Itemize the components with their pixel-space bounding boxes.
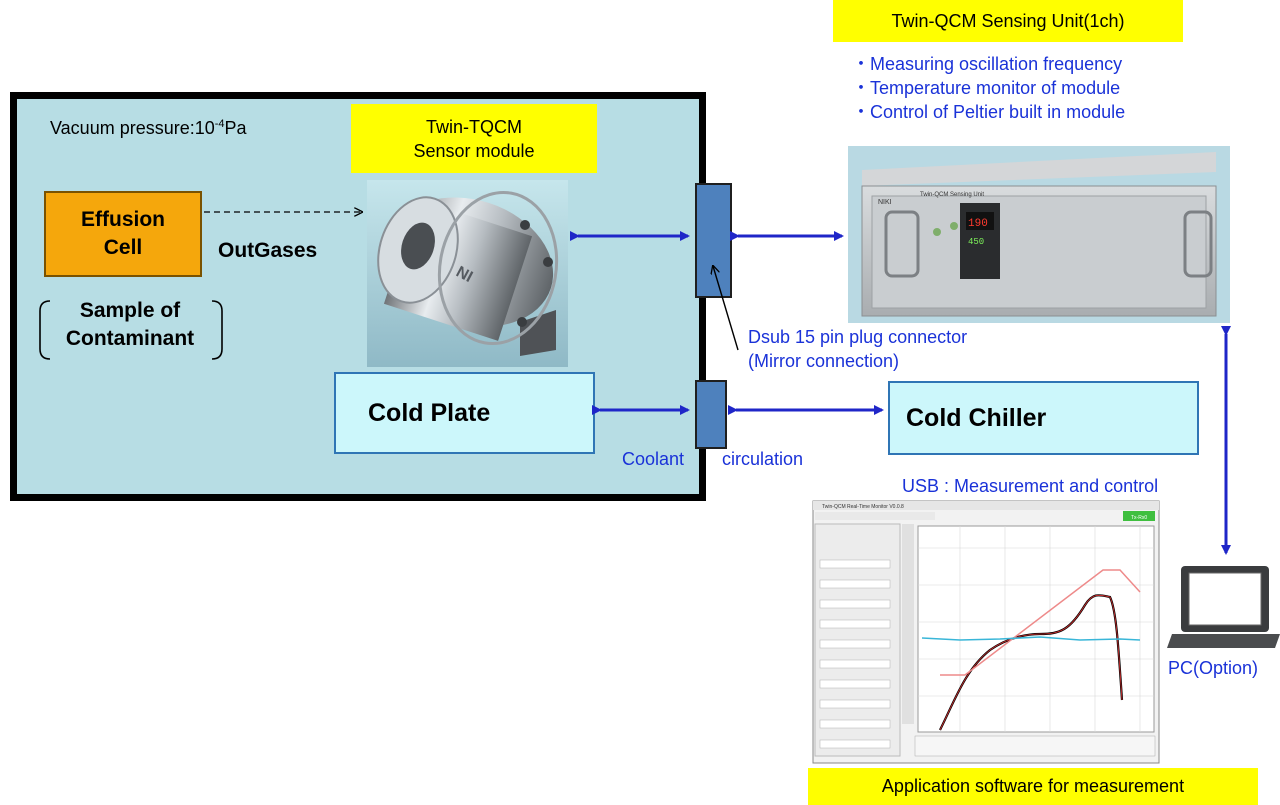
svg-text:450: 450 xyxy=(968,237,984,247)
sample-contaminant: Sample of Contaminant xyxy=(65,299,195,350)
usb-label: USB : Measurement and control xyxy=(902,476,1159,496)
feature-item: ・Temperature monitor of module xyxy=(852,78,1121,98)
cold-chiller: Cold Chiller xyxy=(888,381,1199,455)
svg-text:190: 190 xyxy=(968,218,988,230)
dsub-connector xyxy=(695,183,732,298)
svg-text:NIKI: NIKI xyxy=(878,199,892,206)
pc-label: PC(Option) xyxy=(1168,658,1259,678)
software-title: Application software for measurement xyxy=(808,768,1258,805)
feature-item: ・Control of Peltier built in module xyxy=(852,102,1126,122)
svg-text:Tx-Rx0: Tx-Rx0 xyxy=(1131,515,1147,521)
cold-plate: Cold Plate xyxy=(334,372,595,454)
sensor-module-title: Twin-TQCM Sensor module xyxy=(351,104,597,173)
feature-list: ・Measuring oscillation frequency ・Temper… xyxy=(852,52,1182,124)
svg-text:Twin-QCM Real-Time Monitor V0.: Twin-QCM Real-Time Monitor V0.0.8 xyxy=(822,504,904,510)
vacuum-pressure-label: Vacuum pressure:10-4Pa xyxy=(50,118,247,138)
sensor-module-photo: NI xyxy=(367,180,568,367)
sensing-unit-title: Twin-QCM Sensing Unit(1ch) xyxy=(833,0,1183,42)
svg-text:Twin-QCM Sensing Unit: Twin-QCM Sensing Unit xyxy=(920,192,984,198)
bracket-left xyxy=(39,300,51,360)
laptop-illustration xyxy=(1167,566,1280,648)
connector-label: Dsub 15 pin plug connector (Mirror conne… xyxy=(748,327,968,371)
coolant-word2: circulation xyxy=(722,449,804,469)
software-screenshot: Twin-QCM Real-Time Monitor V0.0.8 Tx-Rx0 xyxy=(812,500,1160,764)
bracket-right xyxy=(211,300,223,360)
sensing-unit-photo: NIKI Twin-QCM Sensing Unit 190 450 xyxy=(848,146,1230,323)
coolant-word1: Coolant xyxy=(622,449,685,469)
feature-item: ・Measuring oscillation frequency xyxy=(852,54,1123,74)
effusion-cell: Effusion Cell xyxy=(44,191,202,277)
outgases-label: OutGases xyxy=(218,239,318,262)
svg-text:NI: NI xyxy=(453,264,475,287)
connector-pointer xyxy=(713,266,739,351)
double-arrows xyxy=(570,231,1231,555)
coolant-connector xyxy=(695,380,727,449)
